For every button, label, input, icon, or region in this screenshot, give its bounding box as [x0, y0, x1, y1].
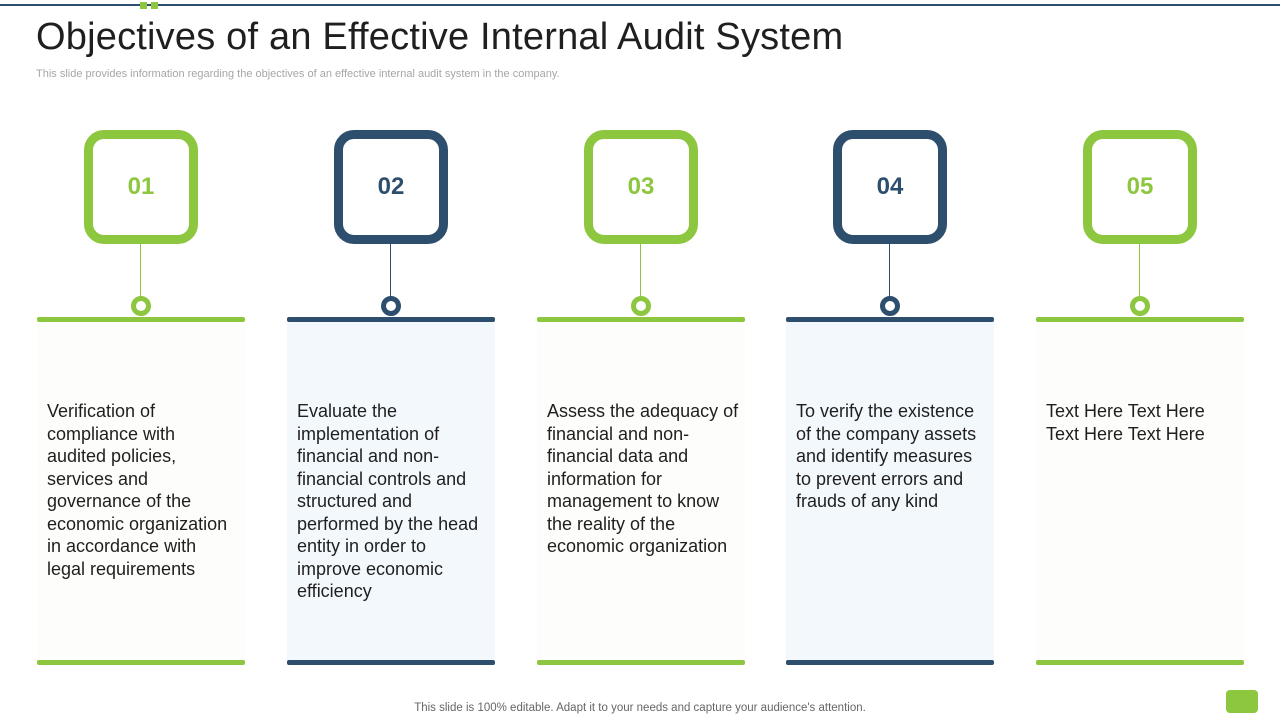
- card-top-bar: [537, 317, 745, 322]
- card-bottom-bar: [287, 660, 495, 665]
- card-panel: [537, 322, 745, 660]
- connector-dot: [381, 296, 401, 316]
- slide-title: Objectives of an Effective Internal Audi…: [36, 16, 844, 58]
- card-top-bar: [37, 317, 245, 322]
- number-box: 01: [84, 130, 198, 244]
- card-panel: [1036, 322, 1244, 660]
- number-box: 02: [334, 130, 448, 244]
- top-rule: [0, 4, 1280, 6]
- objective-card-3: 03 Assess the adequacy of financial and …: [537, 130, 745, 670]
- card-bottom-bar: [537, 660, 745, 665]
- number-box: 05: [1083, 130, 1197, 244]
- objective-card-5: 05 Text Here Text Here Text Here Text He…: [1036, 130, 1244, 670]
- card-bottom-bar: [786, 660, 994, 665]
- objective-description: Evaluate the implementation of financial…: [297, 401, 479, 601]
- card-top-bar: [1036, 317, 1244, 322]
- corner-badge: [1226, 690, 1258, 713]
- card-bottom-bar: [1036, 660, 1244, 665]
- connector-line: [640, 244, 641, 302]
- connector-line: [390, 244, 391, 302]
- number-box: 03: [584, 130, 698, 244]
- objective-number: 01: [127, 173, 155, 200]
- connector-line: [1139, 244, 1140, 302]
- card-panel: [786, 322, 994, 660]
- top-accent-marks: [140, 2, 158, 9]
- slide-footer-note: This slide is 100% editable. Adapt it to…: [414, 702, 866, 714]
- connector-line: [889, 244, 890, 302]
- connector-dot: [631, 296, 651, 316]
- connector-line: [140, 244, 141, 302]
- objective-number: 03: [627, 173, 655, 200]
- card-bottom-bar: [37, 660, 245, 665]
- slide-subtitle: This slide provides information regardin…: [36, 68, 560, 80]
- number-box: 04: [833, 130, 947, 244]
- objective-number: 04: [876, 173, 904, 200]
- card-panel: [287, 322, 495, 660]
- objective-description: Text Here Text Here Text Here Text Here: [1046, 401, 1205, 444]
- connector-dot: [131, 296, 151, 316]
- objective-description: Verification of compliance with audited …: [47, 401, 228, 579]
- objective-description: Assess the adequacy of financial and non…: [547, 401, 739, 556]
- objective-number: 02: [377, 173, 405, 200]
- objective-description: To verify the existence of the company a…: [796, 401, 977, 511]
- connector-dot: [880, 296, 900, 316]
- card-top-bar: [786, 317, 994, 322]
- objective-card-2: 02 Evaluate the implementation of financ…: [287, 130, 495, 670]
- card-top-bar: [287, 317, 495, 322]
- card-panel: [37, 322, 245, 660]
- objective-card-4: 04 To verify the existence of the compan…: [786, 130, 994, 670]
- objective-number: 05: [1126, 173, 1154, 200]
- objective-card-1: 01 Verification of compliance with audit…: [37, 130, 245, 670]
- connector-dot: [1130, 296, 1150, 316]
